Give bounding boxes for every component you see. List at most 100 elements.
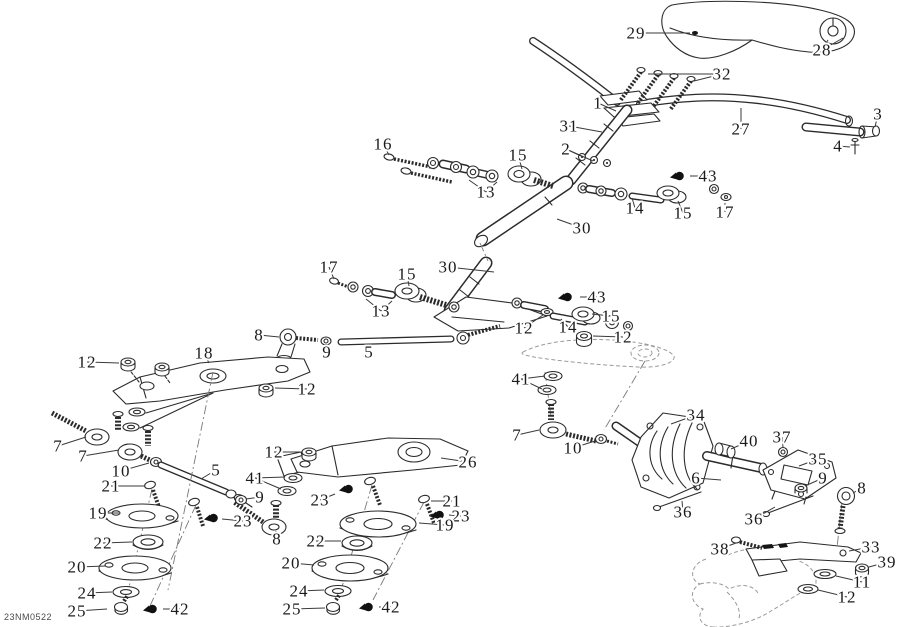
leader-line-23 — [221, 518, 244, 522]
leader-line-30 — [556, 218, 583, 229]
part-number-12: 12 — [265, 443, 284, 462]
leader-line-28 — [821, 37, 844, 51]
part-number-14: 14 — [559, 318, 578, 337]
leader-line-8 — [852, 487, 863, 494]
leader-line-15 — [517, 154, 523, 170]
part-number-17: 17 — [716, 203, 735, 222]
part-number-29: 29 — [627, 24, 646, 43]
eye-bolt-8 — [834, 486, 856, 535]
part-number-21: 21 — [102, 477, 121, 496]
ball-stud-right — [537, 370, 619, 446]
part-number-7: 7 — [53, 437, 63, 456]
part-number-12: 12 — [298, 380, 317, 399]
part-number-7: 7 — [78, 447, 88, 466]
part-number-18: 18 — [195, 344, 214, 363]
part-number-42: 42 — [171, 600, 190, 619]
bearing-upper-right — [656, 185, 687, 204]
muff-rivet-dot — [692, 31, 698, 35]
part-number-27: 27 — [732, 120, 751, 139]
leader-line-31 — [568, 125, 603, 133]
nut-9-right — [794, 483, 808, 494]
part-number-12: 12 — [78, 353, 97, 372]
part-number-28: 28 — [813, 41, 832, 60]
bolt-25-left — [113, 593, 130, 615]
leader-line-20 — [76, 565, 107, 568]
bolt-25-center — [325, 592, 342, 615]
part-number-25: 25 — [283, 600, 302, 619]
leader-line-35 — [798, 458, 819, 467]
black-pin-marker — [204, 513, 218, 523]
part-number-31: 31 — [560, 117, 579, 136]
leader-line-17 — [328, 266, 335, 280]
nut-39 — [854, 563, 870, 578]
phantom-steering-arm — [521, 339, 675, 368]
part-number-38: 38 — [711, 540, 730, 559]
leader-line-37 — [781, 436, 784, 448]
bearing-mid-right — [571, 306, 601, 325]
part-number-15: 15 — [509, 146, 528, 165]
part-number-4: 4 — [833, 137, 843, 156]
leader-line-20 — [290, 562, 315, 566]
leader-line-11 — [835, 575, 863, 583]
bolt-38 — [730, 536, 763, 550]
plate-19-center — [339, 510, 417, 538]
black-pin-marker — [430, 510, 444, 520]
part-number-15: 15 — [602, 307, 621, 326]
leader-line-12 — [592, 335, 624, 338]
part-number-13: 13 — [477, 183, 496, 202]
black-pin-marker — [558, 292, 572, 302]
part-number-33: 33 — [862, 538, 881, 557]
part-number-5: 5 — [364, 343, 374, 362]
shaft-6 — [702, 451, 768, 476]
leader-line-14 — [560, 318, 569, 328]
tie-rod-upper — [276, 324, 501, 362]
leader-line-12 — [274, 387, 308, 390]
leader-line-23 — [448, 514, 462, 517]
center-fastener-stack — [311, 476, 436, 615]
leader-line-15 — [591, 313, 612, 317]
leader-line-7 — [57, 436, 87, 447]
leader-line-18 — [203, 352, 210, 364]
part-number-30: 30 — [573, 219, 592, 238]
part-number-19: 19 — [89, 504, 108, 523]
leader-line-5 — [367, 343, 370, 353]
part-number-12: 12 — [515, 319, 534, 338]
part-number-11: 11 — [853, 573, 871, 592]
leader-line-36 — [681, 500, 684, 513]
part-number-10: 10 — [112, 462, 131, 481]
leader-line-13 — [468, 179, 487, 193]
leader-line-38 — [719, 542, 737, 550]
part-number-15: 15 — [674, 204, 693, 223]
leader-line-14 — [631, 197, 636, 209]
bushing-22-left — [132, 534, 164, 551]
leader-line-30 — [447, 266, 495, 273]
black-pin-marker — [359, 602, 373, 612]
upper-link-chain — [383, 152, 732, 204]
black-pin-marker — [670, 171, 684, 181]
stop-bracket-33 — [745, 541, 862, 577]
part-number-1: 1 — [593, 94, 603, 113]
leader-line-10 — [572, 440, 596, 449]
part-number-23: 23 — [234, 512, 253, 531]
steering-arm-26 — [232, 437, 469, 536]
part-number-42: 42 — [382, 598, 401, 617]
leader-line-15 — [677, 200, 684, 214]
leader-line-22 — [102, 541, 133, 544]
part-number-22: 22 — [307, 532, 326, 551]
leader-line-34 — [670, 414, 697, 425]
part-number-26: 26 — [459, 453, 478, 472]
leader-line-41 — [254, 477, 282, 490]
leader-line-7 — [82, 449, 120, 457]
leader-line-19 — [418, 522, 446, 526]
leader-line-36 — [753, 506, 776, 520]
leader-line-12 — [523, 314, 544, 329]
leader-lines — [57, 32, 888, 612]
leader-line-16 — [382, 143, 390, 156]
gear-housing-34 — [611, 412, 714, 499]
leader-line-13 — [485, 181, 498, 193]
leader-line-4 — [837, 145, 851, 148]
leader-line-41 — [254, 476, 286, 479]
leader-line-28 — [821, 39, 829, 51]
